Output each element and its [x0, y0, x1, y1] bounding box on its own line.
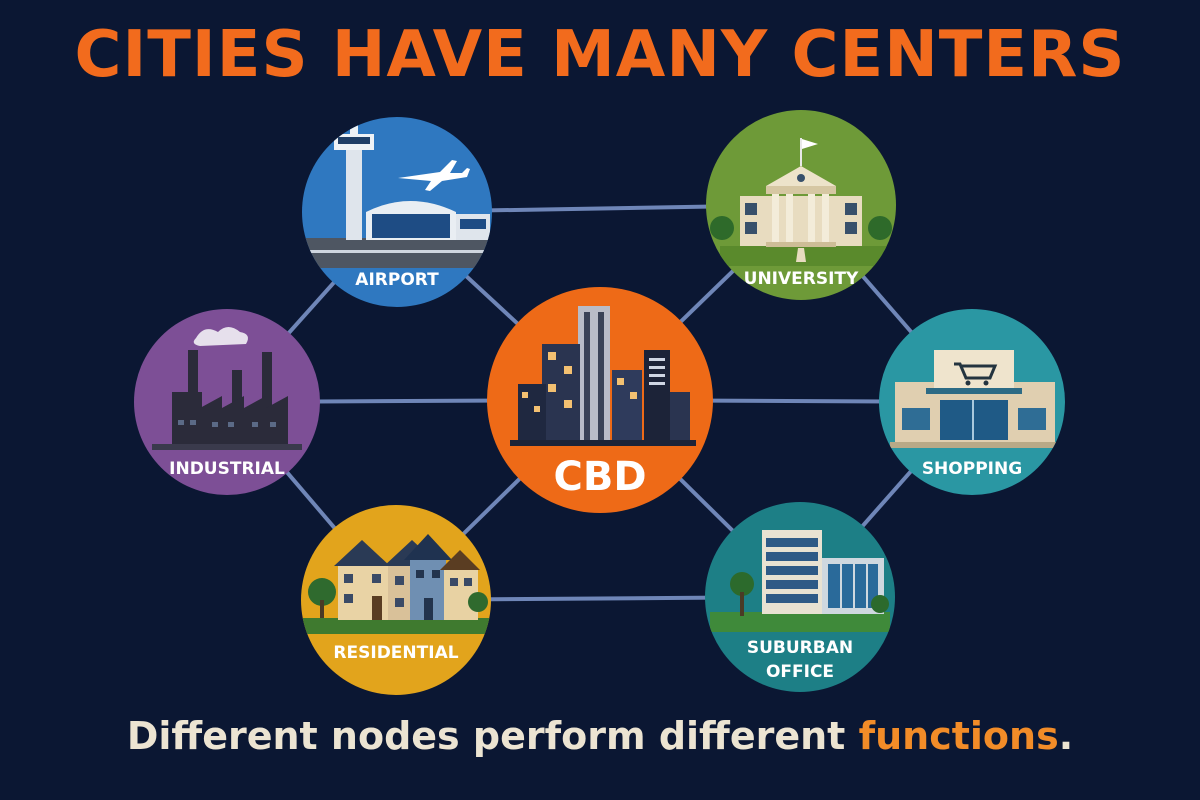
office-buildings-icon: [710, 530, 890, 632]
houses-icon: [301, 534, 490, 634]
node-airport: AIRPORT: [302, 117, 492, 307]
airport-tower-plane-icon: [302, 124, 492, 268]
node-cbd-label: CBD: [553, 454, 646, 500]
skyscrapers-icon: [510, 306, 696, 446]
node-suburban-office: SUBURBAN OFFICE: [705, 502, 895, 692]
shopping-cart-store-icon: [890, 350, 1060, 448]
caption-highlight: functions: [858, 714, 1059, 758]
university-building-icon: [710, 138, 892, 266]
node-industrial: INDUSTRIAL: [134, 309, 320, 495]
caption-end: .: [1058, 714, 1074, 758]
node-shopping: SHOPPING: [879, 309, 1065, 495]
caption-text: Different nodes perform different: [126, 714, 859, 758]
node-industrial-label: INDUSTRIAL: [169, 459, 285, 479]
node-residential-label: RESIDENTIAL: [333, 643, 458, 663]
node-airport-label: AIRPORT: [355, 270, 439, 290]
page-title: CITIES HAVE MANY CENTERS: [74, 18, 1126, 92]
node-shopping-label: SHOPPING: [922, 459, 1022, 479]
node-residential: RESIDENTIAL: [301, 505, 491, 695]
caption: Different nodes perform different functi…: [0, 714, 1200, 758]
node-university: UNIVERSITY: [706, 110, 896, 300]
node-suburban-label-line2: OFFICE: [766, 662, 834, 682]
factory-icon: [152, 327, 302, 450]
node-university-label: UNIVERSITY: [744, 269, 859, 289]
node-suburban-label-line1: SUBURBAN: [747, 638, 853, 658]
node-cbd: CBD: [487, 287, 713, 513]
